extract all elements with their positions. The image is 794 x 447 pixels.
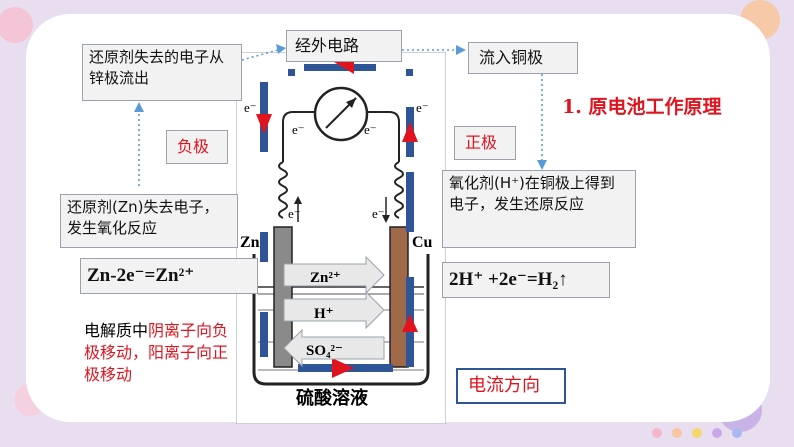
positive-electrode-text: 正极 [465,133,498,152]
current-direction-box: 电流方向 [456,368,566,404]
external-circuit-text: 经外电路 [295,36,360,55]
footer-dots [652,428,742,438]
h-half-reaction-box: 2H⁺ +2e⁻=H₂↑ [442,262,610,298]
electron-label-2: e⁻ [292,122,305,137]
reductant-lose-electrons-box: 还原剂失去的电子从锌极流出 [82,44,242,101]
electron-label-4: e⁻ [416,100,429,115]
external-circuit-box: 经外电路 [286,30,402,62]
zn-half-reaction-box: Zn-2e⁻=Zn²⁺ [80,258,258,294]
migration-part3: 向负极移动， [84,321,229,362]
copper-electrode [389,226,409,368]
oxidant-gain-electrons-text: 氧化剂(H⁺)在铜极上得到电子，发生还原反应 [449,174,615,213]
migration-part2: 阴离子 [148,321,197,340]
current-direction-text: 电流方向 [468,375,540,396]
cu-label: Cu [412,234,433,251]
ion-h-label: H⁺ [314,306,334,322]
bg-circle-pink [0,7,33,43]
negative-electrode-text: 负极 [177,137,210,156]
zn-label: Zn [240,234,260,251]
into-copper-box: 流入铜极 [468,42,578,74]
electron-label-1: e⁻ [244,100,257,115]
zinc-electrode [273,226,293,368]
oxidant-gain-electrons-box: 氧化剂(H⁺)在铜极上得到电子，发生还原反应 [442,170,636,248]
reductant-lose-electrons-text: 还原剂失去的电子从锌极流出 [89,48,225,87]
reductant-zn-text: 还原剂(Zn)失去电子，发生氧化反应 [67,198,219,237]
ion-migration-note: 电解质中阴离子向负极移动，阳离子向正极移动 [84,320,234,386]
electron-label-6: e⁻ [372,206,385,221]
zn-half-reaction-text: Zn-2e⁻=Zn²⁺ [87,265,195,286]
migration-part1: 电解质中 [84,321,149,340]
page-title: 1. 原电池工作原理 [562,96,722,118]
solution-label: 硫酸溶液 [296,387,369,409]
migration-part4: 阳离子向正极移动 [84,343,229,384]
ion-zn-label: Zn²⁺ [310,270,341,286]
galvanic-cell-apparatus: Zn Cu e⁻ e⁻ e⁻ e⁻ e⁻ e⁻ Zn²⁺ H⁺ SO₄²⁻ 硫酸… [236,52,446,424]
ion-so4-label: SO₄²⁻ [306,343,343,359]
into-copper-text: 流入铜极 [479,48,544,67]
negative-electrode-box: 负极 [166,130,228,164]
electron-label-3: e⁻ [364,122,377,137]
positive-electrode-box: 正极 [454,126,516,160]
electron-label-5: e⁻ [288,206,301,221]
reductant-zn-box: 还原剂(Zn)失去电子，发生氧化反应 [60,194,238,248]
h-half-reaction-text: 2H⁺ +2e⁻=H₂↑ [449,269,568,290]
